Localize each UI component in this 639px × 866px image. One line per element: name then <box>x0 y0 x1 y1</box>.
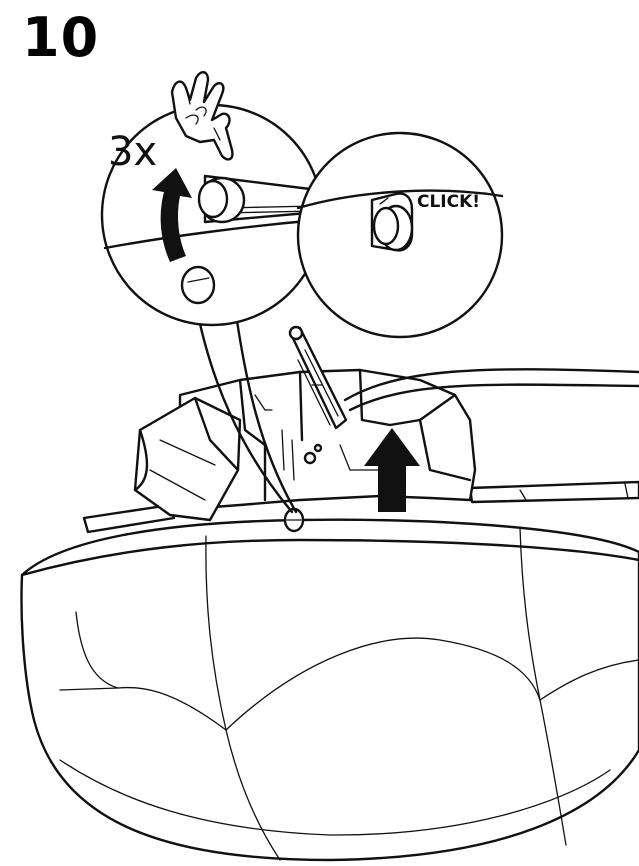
detail-circle-right <box>296 131 504 339</box>
rotate-arrow <box>152 168 192 262</box>
repeat-count-label: 3x <box>108 129 157 175</box>
step-number: 10 <box>22 6 100 69</box>
detail-circle-left <box>100 103 324 327</box>
click-label: CLICK! <box>417 192 480 212</box>
callout-pointer <box>193 298 298 514</box>
hand-icon <box>170 71 234 161</box>
push-up-arrow <box>364 428 420 512</box>
mounting-bracket <box>82 325 639 534</box>
lamp-shade <box>20 518 639 862</box>
